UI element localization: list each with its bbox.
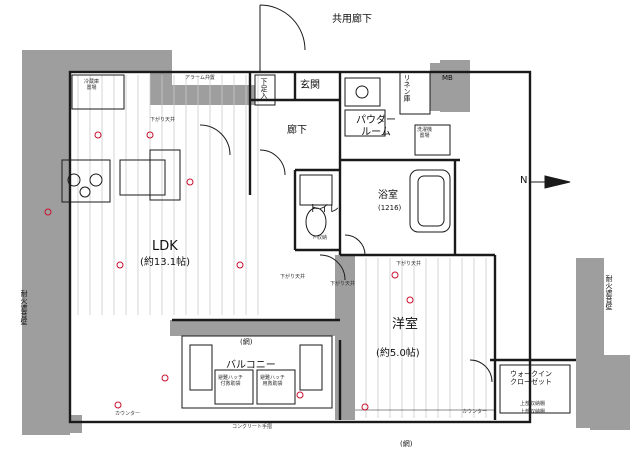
washer-label: 洗濯機 置場	[417, 127, 433, 139]
compass-north-label: N	[520, 175, 528, 186]
fireproof-wall-right-label: 耐火遮音壁	[605, 275, 614, 310]
alarm-panel-label: アラーム弁置	[185, 75, 215, 81]
upper-shelf-2-label: 上部収納棚	[520, 409, 546, 415]
western-size-label: (約5.0帖)	[376, 348, 420, 359]
net-top-label: (網)	[240, 338, 253, 346]
interior-walls	[68, 70, 576, 424]
bath-label: 浴室	[378, 190, 398, 201]
corridor-label: 廊下	[287, 125, 307, 136]
common-corridor-label: 共用廊下	[332, 14, 372, 25]
compass-icon	[530, 175, 571, 189]
fridge-label: 冷蔵庫 置場	[84, 79, 100, 91]
rescue-hatch-1-label: 避難ハッチ 付救助袋	[218, 375, 244, 387]
counter-right-label: カウンター	[462, 409, 488, 415]
western-floor	[355, 258, 495, 418]
fixtures	[61, 4, 571, 414]
rescue-hatch-2-label: 避難ハッチ 用救助袋	[260, 375, 286, 387]
net-bottom-label: (網)	[400, 440, 413, 448]
lowered-ceiling-3-label: 下がり天井	[330, 281, 356, 287]
lowered-ceiling-2-label: 下がり天井	[280, 274, 306, 280]
ldk-size-label: (約13.1帖)	[140, 257, 191, 268]
fireproof-wall-left-label: 耐火遮音壁	[20, 290, 29, 325]
upper-shelf-1-label: 上部収納棚	[520, 401, 546, 407]
powder-room-label: パウダー ルーム	[356, 115, 396, 138]
ldk-floor	[72, 75, 260, 315]
mb-label: MB	[442, 74, 453, 82]
entrance-label: 玄関	[300, 80, 320, 91]
linen-label: リネン庫	[403, 74, 412, 102]
balcony-label: バルコニー	[226, 360, 276, 371]
western-room-label: 洋室	[392, 317, 419, 332]
counter-left-label: カウンター	[115, 411, 141, 417]
walkin-closet-label: ウォークイン クローゼット	[510, 370, 552, 387]
toilet-label: トイレ	[309, 204, 339, 215]
lowered-ceiling-4-label: 下がり天井	[396, 261, 422, 267]
small-storage-label: ト収納	[312, 235, 328, 241]
shoe-box-label: 下足入	[260, 78, 269, 99]
concrete-rail-label: コンクリート手摺	[232, 424, 273, 430]
ldk-label: LDK	[152, 239, 178, 254]
electrical-symbols	[44, 131, 414, 411]
lowered-ceiling-1-label: 下がり天井	[150, 117, 176, 123]
bath-size-label: (1216)	[378, 204, 402, 212]
